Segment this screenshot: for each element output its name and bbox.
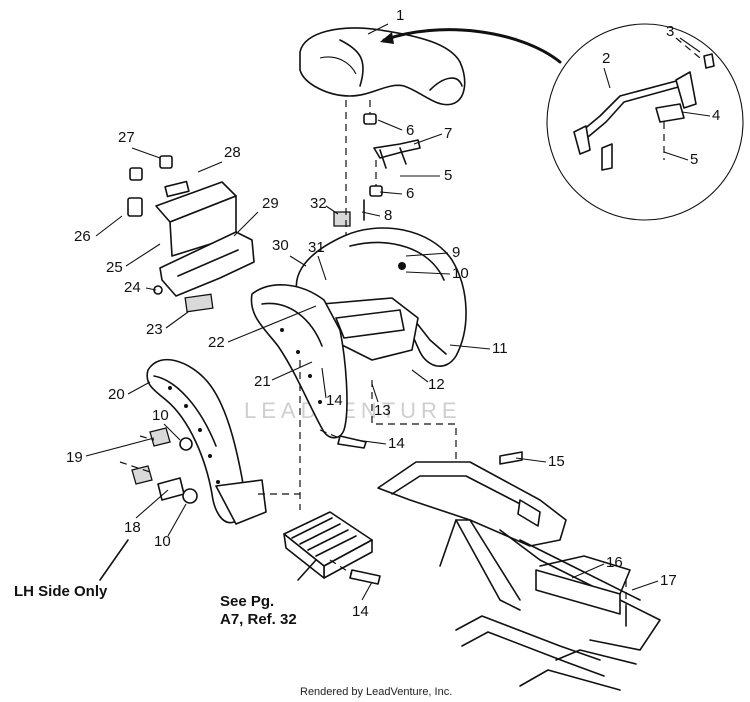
- callout-number: 3: [666, 23, 674, 40]
- rear-fender-part: [295, 227, 467, 367]
- callout-leader-line: [289, 255, 307, 267]
- callout-number: 5: [690, 151, 698, 168]
- callout-leader-line: [405, 271, 451, 275]
- seat-hardware: [333, 100, 421, 227]
- callout-number: 14: [388, 435, 405, 452]
- storage-box-part: [127, 155, 255, 313]
- callout-number: 25: [106, 259, 123, 276]
- lh-side-only-note: LH Side Only: [14, 583, 108, 600]
- callout-number: 23: [146, 321, 163, 338]
- callout-leader-line: [233, 211, 259, 237]
- callout-number: 10: [452, 265, 469, 282]
- callout-leader-line: [413, 133, 443, 145]
- footrest-part: [283, 511, 381, 585]
- callout-number: 12: [428, 376, 445, 393]
- seat-to-inset-arrow: [382, 28, 562, 64]
- callout-number: 32: [310, 195, 327, 212]
- callout-leader-line: [377, 119, 403, 131]
- callout-number: 5: [444, 167, 452, 184]
- callout-number: 9: [452, 244, 460, 261]
- callout-leader-line: [361, 211, 381, 217]
- callout-number: 17: [660, 572, 677, 589]
- callout-number: 14: [352, 603, 369, 620]
- callout-leader-line: [85, 437, 155, 457]
- callout-leader-line: [271, 361, 313, 381]
- frame-part: [377, 451, 661, 691]
- fender-bolt-guide: [319, 429, 345, 441]
- callout-number: 2: [602, 50, 610, 67]
- fender-to-frame-guide: [371, 380, 457, 462]
- callout-leader-line: [681, 111, 711, 117]
- callout-number: 13: [374, 402, 391, 419]
- callout-number: 14: [326, 392, 343, 409]
- callout-leader-line: [515, 457, 547, 463]
- see-page-leader: [297, 559, 317, 581]
- callout-number: 30: [272, 237, 289, 254]
- callout-number: 11: [492, 340, 508, 357]
- credit-text: Rendered by LeadVenture, Inc.: [300, 686, 452, 698]
- callout-leader-line: [663, 151, 689, 161]
- callout-leader-line: [197, 161, 223, 173]
- callout-number: 26: [74, 228, 91, 245]
- callout-leader-line: [603, 67, 611, 89]
- latch-inset-detail: [546, 23, 744, 221]
- callout-number: 18: [124, 519, 141, 536]
- callout-leader-line: [379, 191, 403, 195]
- lh-footwell-fender-part: [146, 358, 267, 525]
- callout-leader-line: [145, 287, 157, 291]
- callout-leader-line: [361, 581, 373, 601]
- callout-number: 8: [384, 207, 392, 224]
- footwell-hardware: [119, 427, 198, 504]
- callout-number: 28: [224, 144, 241, 161]
- see-page-note-line1: See Pg.: [220, 593, 274, 610]
- callout-number: 7: [444, 125, 452, 142]
- callout-leader-line: [631, 580, 659, 591]
- callout-number: 29: [262, 195, 279, 212]
- bolt-part: [337, 435, 367, 449]
- callout-number: 22: [208, 334, 225, 351]
- callout-number: 10: [152, 407, 169, 424]
- callout-leader-line: [167, 503, 187, 537]
- callout-number: 27: [118, 129, 135, 146]
- callout-leader-line: [131, 147, 161, 159]
- callout-leader-line: [127, 381, 151, 395]
- callout-number: 20: [108, 386, 125, 403]
- callout-number: 24: [124, 279, 141, 296]
- callout-number: 15: [548, 453, 565, 470]
- callout-leader-line: [321, 367, 327, 399]
- callout-leader-line: [679, 37, 701, 53]
- callout-leader-line: [405, 252, 449, 257]
- callout-number: 10: [154, 533, 171, 550]
- seat-part: [299, 27, 466, 106]
- callout-leader-line: [449, 344, 491, 350]
- callout-number: 1: [396, 7, 404, 24]
- callout-leader-line: [317, 255, 327, 281]
- callout-leader-line: [571, 563, 605, 579]
- callout-leader-line: [325, 205, 339, 215]
- callout-number: 6: [406, 122, 414, 139]
- callout-number: 4: [712, 107, 720, 124]
- callout-leader-line: [371, 383, 379, 403]
- callout-leader-line: [411, 369, 429, 383]
- callout-leader-line: [125, 243, 161, 267]
- callout-leader-line: [135, 489, 169, 519]
- lh-side-leader: [99, 539, 129, 581]
- arrowhead-icon: [380, 32, 394, 44]
- callout-leader-line: [95, 215, 123, 237]
- callout-number: 16: [606, 554, 623, 571]
- callout-number: 31: [308, 239, 325, 256]
- callout-number: 19: [66, 449, 83, 466]
- callout-number: 6: [406, 185, 414, 202]
- callout-leader-line: [227, 305, 317, 343]
- see-page-note-line2: A7, Ref. 32: [220, 611, 297, 628]
- callout-leader-line: [355, 439, 387, 445]
- callout-leader-line: [163, 423, 181, 441]
- watermark-text: LEADVENTURE: [244, 398, 462, 423]
- callout-number: 21: [254, 373, 271, 390]
- callout-leader-line: [367, 23, 389, 35]
- callout-leader-line: [165, 311, 189, 329]
